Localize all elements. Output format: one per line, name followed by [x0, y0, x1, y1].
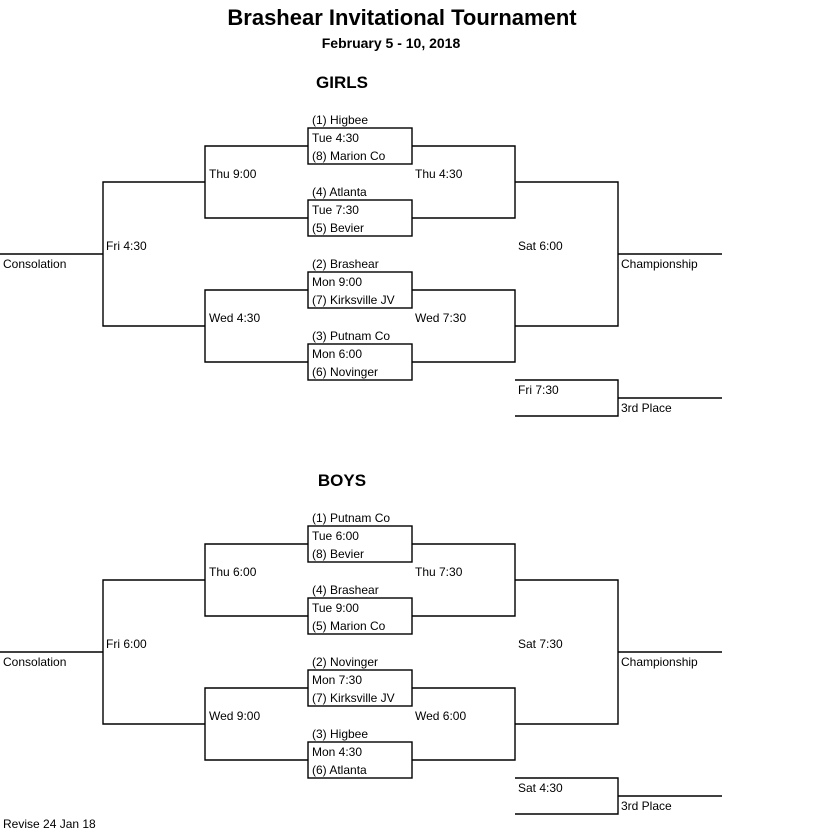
seed-label: (8) Bevier [312, 547, 364, 561]
girls-consolation-semi-time: Thu 9:00 [209, 167, 257, 181]
girls-game-3: (2) Brashear Mon 9:00 (7) Kirksville JV [307, 257, 413, 309]
girls-game-4: (3) Putnam Co Mon 6:00 (6) Novinger [307, 329, 413, 381]
seed-label: (2) Novinger [312, 655, 378, 669]
game-time: Mon 4:30 [312, 745, 362, 759]
girls-game-2: (4) Atlanta Tue 7:30 (5) Bevier [307, 185, 413, 237]
seed-label: (4) Atlanta [312, 185, 367, 199]
boys-game-2: (4) Brashear Tue 9:00 (5) Marion Co [307, 583, 413, 635]
seed-label: (1) Higbee [312, 113, 368, 127]
seed-label: (1) Putnam Co [312, 511, 390, 525]
boys-consolation-semi-time: Wed 9:00 [209, 709, 260, 723]
game-time: Mon 9:00 [312, 275, 362, 289]
girls-semi-time: Thu 4:30 [415, 167, 463, 181]
seed-label: (5) Bevier [312, 221, 364, 235]
seed-label: (8) Marion Co [312, 149, 386, 163]
seed-label: (6) Novinger [312, 365, 378, 379]
seed-label: (2) Brashear [312, 257, 379, 271]
tournament-dates: February 5 - 10, 2018 [322, 35, 461, 51]
boys-semi-time: Thu 7:30 [415, 565, 463, 579]
girls-consolation-semi-time: Wed 4:30 [209, 311, 260, 325]
boys-final-time: Sat 7:30 [518, 637, 563, 651]
girls-championship-lines [412, 145, 722, 363]
boys-third-place-label: 3rd Place [621, 799, 672, 813]
girls-championship-label: Championship [621, 257, 698, 271]
boys-bracket: BOYS (1) Putnam Co Tue 6:00 (8) Bevier (… [0, 471, 722, 815]
boys-consolation-lines [0, 543, 308, 761]
girls-game-1: (1) Higbee Tue 4:30 (8) Marion Co [307, 113, 413, 165]
boys-game-3: (2) Novinger Mon 7:30 (7) Kirksville JV [307, 655, 413, 707]
game-time: Mon 6:00 [312, 347, 362, 361]
game-time: Tue 9:00 [312, 601, 359, 615]
boys-heading: BOYS [318, 471, 366, 490]
seed-label: (7) Kirksville JV [312, 293, 395, 307]
girls-consolation-label: Consolation [3, 257, 66, 271]
game-time: Tue 4:30 [312, 131, 359, 145]
game-time: Tue 7:30 [312, 203, 359, 217]
boys-third-place-time: Sat 4:30 [518, 781, 563, 795]
girls-heading: GIRLS [316, 73, 368, 92]
seed-label: (3) Higbee [312, 727, 368, 741]
page-title: Brashear Invitational Tournament [227, 5, 577, 30]
boys-championship-lines [412, 543, 722, 761]
girls-third-place-lines [515, 379, 722, 417]
game-time: Mon 7:30 [312, 673, 362, 687]
boys-consolation-final-time: Fri 6:00 [106, 637, 147, 651]
seed-label: (7) Kirksville JV [312, 691, 395, 705]
boys-consolation-label: Consolation [3, 655, 66, 669]
girls-semi-time: Wed 7:30 [415, 311, 466, 325]
seed-label: (6) Atlanta [312, 763, 367, 777]
seed-label: (4) Brashear [312, 583, 379, 597]
boys-third-place-lines [515, 777, 722, 815]
girls-final-time: Sat 6:00 [518, 239, 563, 253]
boys-championship-label: Championship [621, 655, 698, 669]
girls-consolation-final-time: Fri 4:30 [106, 239, 147, 253]
boys-consolation-semi-time: Thu 6:00 [209, 565, 257, 579]
girls-third-place-label: 3rd Place [621, 401, 672, 415]
seed-label: (5) Marion Co [312, 619, 386, 633]
revision-note: Revise 24 Jan 18 [3, 817, 96, 831]
boys-game-4: (3) Higbee Mon 4:30 (6) Atlanta [307, 727, 413, 779]
boys-game-1: (1) Putnam Co Tue 6:00 (8) Bevier [307, 511, 413, 563]
game-time: Tue 6:00 [312, 529, 359, 543]
girls-third-place-time: Fri 7:30 [518, 383, 559, 397]
girls-consolation-lines [0, 145, 308, 363]
seed-label: (3) Putnam Co [312, 329, 390, 343]
girls-bracket: GIRLS (1) Higbee Tue 4:30 (8) Marion Co … [0, 73, 722, 417]
boys-semi-time: Wed 6:00 [415, 709, 466, 723]
